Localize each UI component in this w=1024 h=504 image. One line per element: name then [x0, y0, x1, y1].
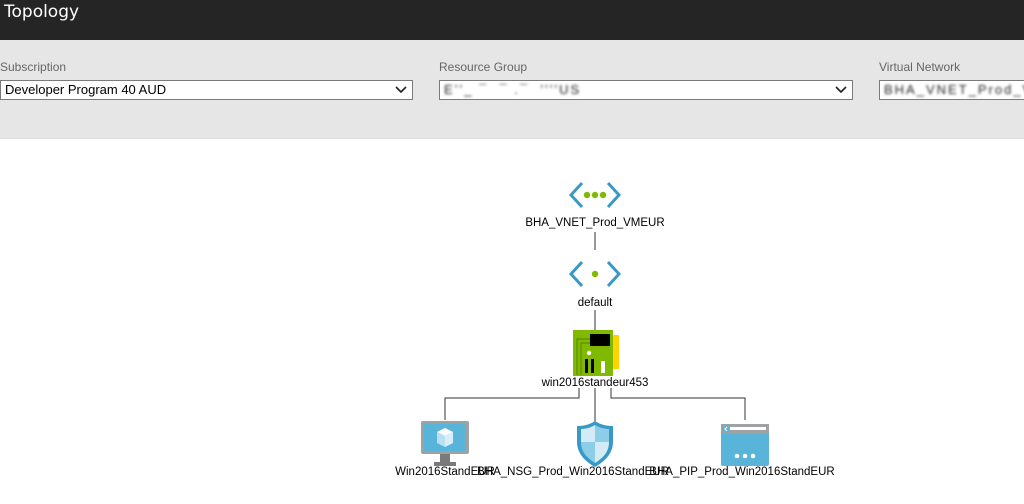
network-interface-icon[interactable]	[572, 329, 622, 377]
node-label-nic: win2016standeur453	[541, 377, 649, 389]
public-ip-icon[interactable]	[720, 423, 770, 467]
node-label-subnet: default	[577, 297, 613, 309]
edge-nic-vm	[444, 388, 580, 420]
node-label-nsg: BHA_NSG_Prod_Win2016StandEUR	[477, 466, 669, 478]
virtual-network-icon[interactable]	[569, 180, 621, 210]
chevron-down-icon	[835, 86, 847, 94]
resource-group-select[interactable]: E’’_ ¯ ¯ .¯ ’’’’US	[439, 80, 853, 100]
filter-bar: Subscription Developer Program 40 AUD Re…	[0, 40, 1024, 139]
subscription-label: Subscription	[0, 60, 67, 74]
topology-connectors	[444, 232, 746, 422]
subscription-select[interactable]: Developer Program 40 AUD	[0, 80, 413, 100]
page-title: Topology	[4, 2, 80, 22]
virtual-network-value: BHA_VNET_Prod_VME	[884, 82, 1024, 97]
shield-icon[interactable]	[576, 420, 614, 468]
node-label-vnet: BHA_VNET_Prod_VMEUR	[525, 217, 665, 229]
edge-nic-pip	[610, 388, 746, 420]
node-label-vm: Win2016StandEUR	[395, 466, 495, 478]
virtual-network-label: Virtual Network	[879, 60, 961, 74]
topology-canvas: BHA_VNET_Prod_VMEUR default win2016stand…	[0, 140, 1024, 504]
subnet-icon[interactable]	[569, 259, 621, 289]
chevron-down-icon	[395, 86, 407, 94]
node-label-pip: BHA_PIP_Prod_Win2016StandEUR	[649, 466, 835, 478]
resource-group-label: Resource Group	[439, 60, 528, 74]
resource-group-value: E’’_ ¯ ¯ .¯ ’’’’US	[444, 82, 582, 97]
title-bar: Topology	[0, 0, 1024, 40]
subscription-value: Developer Program 40 AUD	[5, 82, 167, 97]
virtual-network-select[interactable]: BHA_VNET_Prod_VME	[879, 80, 1024, 100]
virtual-machine-icon[interactable]	[420, 420, 470, 468]
